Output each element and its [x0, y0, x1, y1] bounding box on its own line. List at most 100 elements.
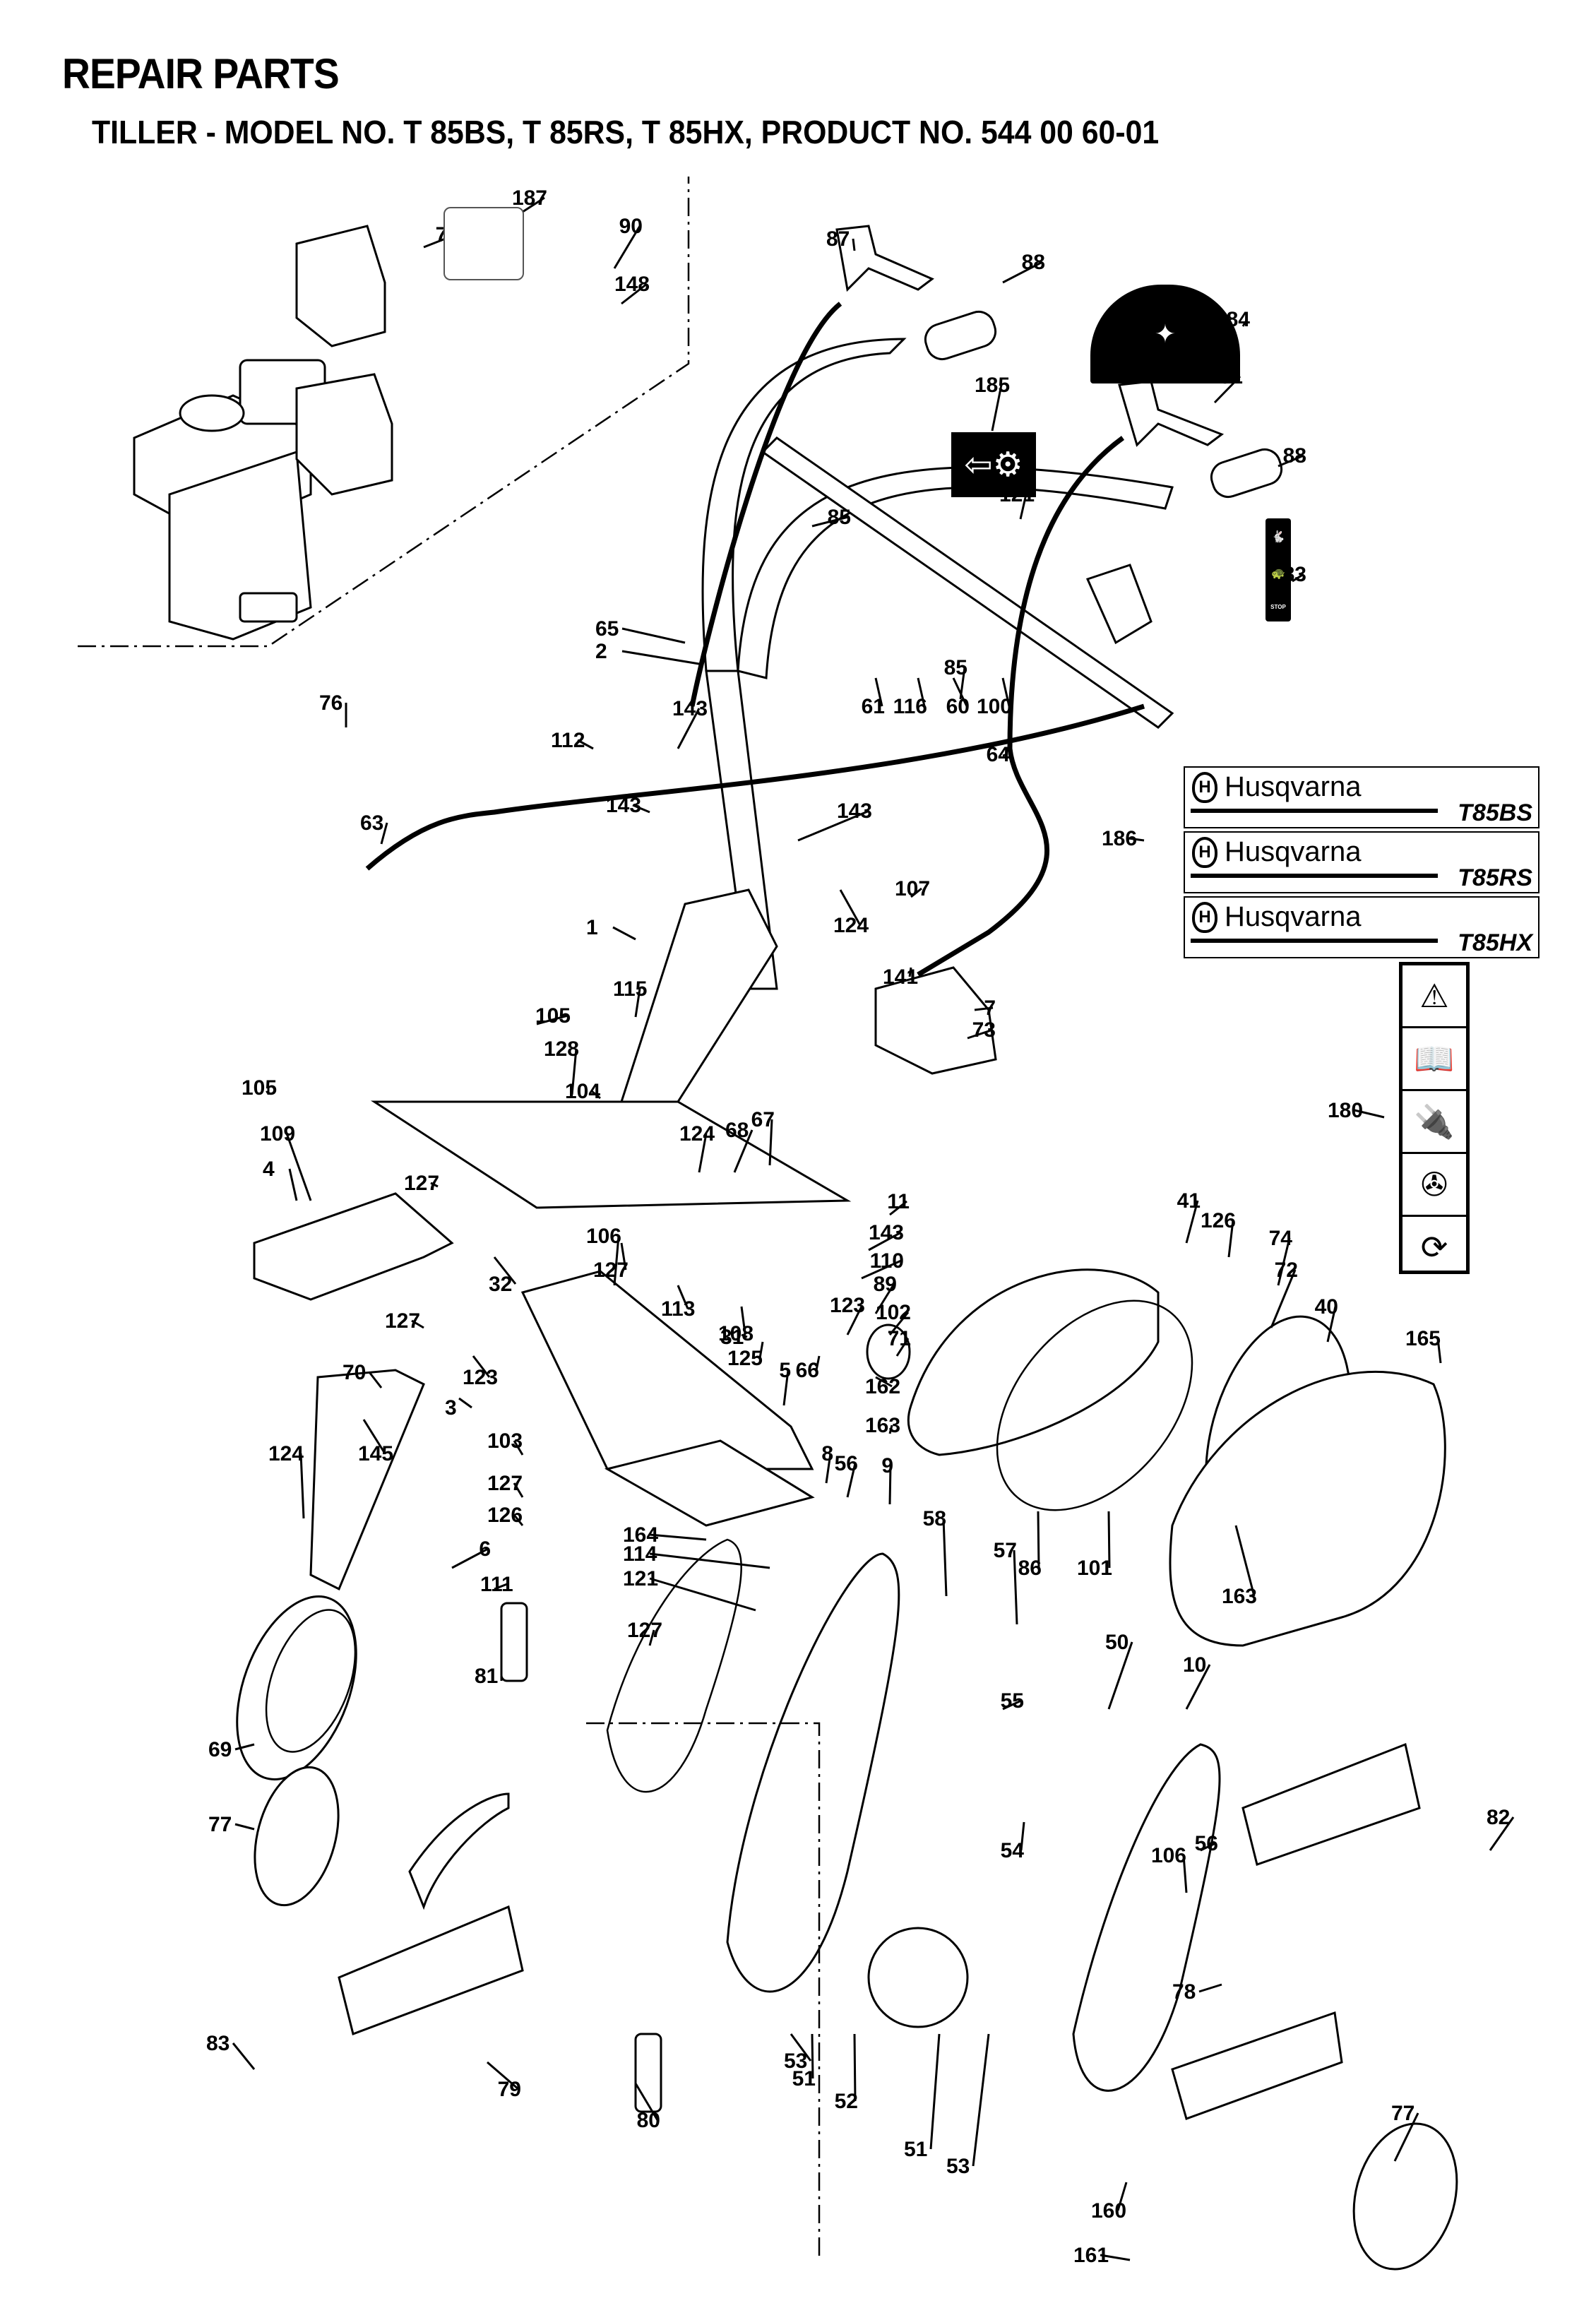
leader-line: [513, 1440, 524, 1456]
callout-part-124: 124: [268, 1442, 305, 1519]
leader-line: [974, 1006, 994, 1011]
leader-line: [888, 1465, 892, 1505]
leader-line: [852, 238, 856, 251]
callout-part-53: 53: [946, 2033, 990, 2178]
leader-line: [888, 1311, 910, 1336]
tine-assembly: [254, 1538, 1458, 2271]
part-number-label: 31: [720, 1326, 744, 1349]
callout-part-79: 79: [487, 2061, 521, 2101]
part-number-label: 56: [835, 1452, 858, 1475]
leader-line: [908, 967, 912, 977]
part-number-label: 90: [619, 215, 643, 238]
leader-line: [811, 516, 849, 528]
callout-part-56: 56: [835, 1452, 858, 1498]
model-name: T85BS: [1458, 799, 1532, 826]
leader-line: [1013, 1549, 1018, 1625]
leader-line: [1241, 319, 1249, 327]
part-number-label: 148: [614, 273, 650, 296]
part-number-label: 53: [946, 2155, 970, 2178]
callout-part-66: 66: [796, 1355, 821, 1382]
husqvarna-crown-logo-icon: H: [1192, 902, 1217, 933]
part-number-label: 105: [535, 1004, 571, 1028]
leader-line: [929, 2033, 941, 2150]
leader-line: [634, 988, 641, 1018]
leader-line: [846, 1304, 864, 1336]
callout-part-106: 106: [586, 1225, 621, 1286]
callout-part-160: 160: [1091, 2182, 1128, 2223]
leader-line: [874, 677, 883, 707]
leader-line: [889, 1200, 907, 1216]
leader-line: [1198, 1983, 1222, 1993]
leader-line: [536, 1014, 568, 1025]
leader-line: [487, 2061, 519, 2090]
callout-part-113: 113: [661, 1285, 695, 1321]
part-number-label: 7: [984, 997, 996, 1020]
leader-line: [1020, 1821, 1025, 1851]
part-number-label: 70: [343, 1361, 366, 1384]
leader-line: [591, 1090, 601, 1100]
leader-line: [1393, 2112, 1419, 2162]
callout-part-123: 123: [830, 1294, 865, 1336]
callout-part-64: 64: [987, 743, 1011, 766]
callout-part-105: 105: [535, 1004, 571, 1028]
part-number-label: 77: [208, 1813, 232, 1836]
callout-part-11: 11: [887, 1190, 910, 1216]
callout-part-143: 143: [606, 794, 650, 817]
callout-part-105: 105: [242, 1076, 277, 1100]
callout-part-40: 40: [1315, 1295, 1338, 1343]
part-number-label: 165: [1405, 1327, 1441, 1350]
leader-line: [846, 1463, 857, 1498]
leader-line: [634, 2083, 659, 2121]
callout-part-163: 163: [1222, 1525, 1257, 1608]
part-number-label: 161: [1073, 2244, 1109, 2267]
leader-line: [288, 1168, 298, 1201]
callout-part-164: 164: [623, 1523, 707, 1547]
part-number-label: 180: [1328, 1099, 1363, 1122]
leader-line: [677, 708, 701, 749]
callout-part-128: 128: [544, 1037, 579, 1095]
callout-part-162: 162: [865, 1375, 900, 1398]
callout-part-148: 148: [614, 273, 650, 305]
part-number-label: 69: [208, 1738, 232, 1761]
callout-part-143: 143: [868, 1221, 904, 1251]
decal-180-safety: ⚠ 📖 🔌 ✇ ⟳: [1399, 962, 1470, 1274]
callout-part-58: 58: [923, 1507, 948, 1597]
callout-part-71: 71: [888, 1327, 911, 1357]
part-number-label: 82: [1487, 1806, 1510, 1829]
part-number-label: 114: [623, 1542, 657, 1566]
callout-part-145: 145: [358, 1419, 393, 1465]
part-number-label: 185: [975, 374, 1010, 397]
part-number-label: 73: [972, 1018, 996, 1042]
part-number-label: 66: [796, 1359, 819, 1382]
callout-part-77: 77: [1391, 2102, 1419, 2162]
part-number-label: 141: [883, 965, 918, 989]
leader-line: [1227, 1220, 1234, 1258]
leader-line: [649, 1552, 770, 1569]
part-number-label: 143: [837, 799, 872, 823]
part-number-label: 87: [826, 227, 850, 251]
part-number-label: 127: [593, 1259, 629, 1282]
leader-line: [285, 1133, 312, 1201]
model-name: T85HX: [1458, 929, 1532, 956]
husqvarna-decal-t85hx: H Husqvarna T85HX: [1184, 896, 1540, 958]
callout-part-102: 102: [876, 1301, 911, 1336]
part-number-label: 103: [487, 1429, 523, 1453]
callout-part-126: 126: [1201, 1209, 1236, 1258]
callout-part-65: 65: [595, 617, 686, 644]
part-number-label: 186: [1102, 827, 1137, 850]
leader-line: [234, 1743, 255, 1751]
leader-line: [513, 1482, 524, 1498]
part-number-label: 67: [751, 1108, 775, 1131]
callout-part-85: 85: [811, 506, 851, 529]
callout-part-32: 32: [489, 1256, 517, 1296]
leader-line: [797, 809, 870, 842]
callout-part-186: 186: [1102, 827, 1145, 850]
leader-line: [571, 1048, 578, 1095]
callout-part-6: 6: [451, 1537, 491, 1569]
part-number-label: 116: [893, 695, 927, 718]
leader-line: [1100, 2254, 1131, 2261]
part-number-label: 74: [1269, 1227, 1293, 1250]
husqvarna-crown-logo-icon: H: [1192, 772, 1217, 803]
part-number-label: 40: [1315, 1295, 1338, 1319]
leader-line: [513, 1514, 524, 1526]
